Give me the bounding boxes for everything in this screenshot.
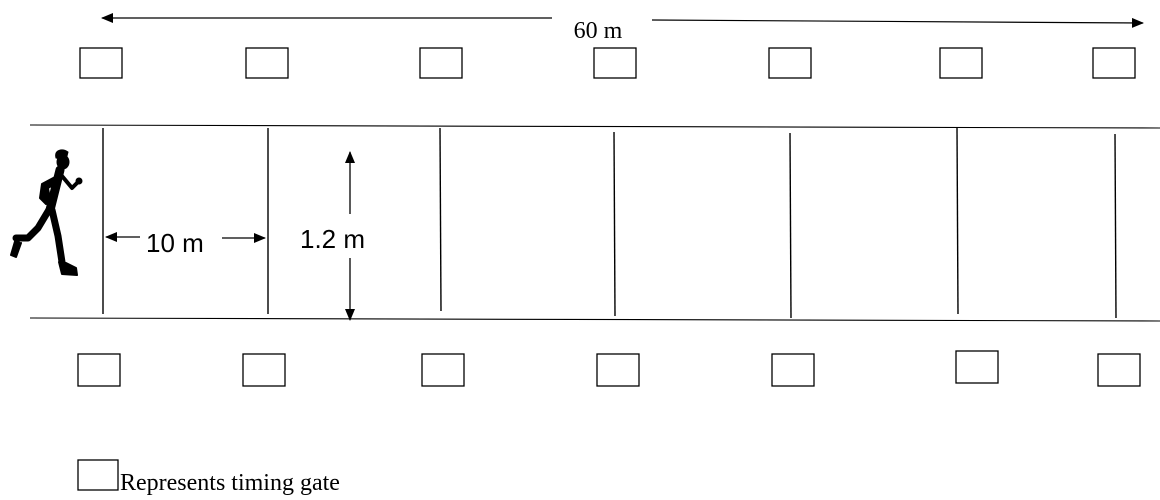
lane-width-label: 1.2 m bbox=[300, 224, 365, 254]
timing-gate-icon bbox=[771, 353, 815, 387]
timing-gate-icon bbox=[1092, 47, 1136, 79]
lane-boundaries bbox=[29, 124, 1160, 322]
timing-gate-icon bbox=[419, 47, 463, 79]
segment-dimension: 10 m bbox=[105, 228, 266, 258]
legend-label: Represents timing gate bbox=[120, 470, 340, 496]
total-distance-label: 60 m bbox=[574, 18, 623, 44]
split-marker bbox=[789, 132, 792, 319]
lane-top-line bbox=[29, 124, 1160, 129]
timing-gate-icon bbox=[939, 47, 983, 79]
total-distance-arrow: 60 m bbox=[101, 13, 1144, 44]
split-marker bbox=[613, 131, 616, 317]
timing-gate-icon bbox=[593, 47, 637, 79]
runner-icon bbox=[10, 149, 83, 276]
segment-label: 10 m bbox=[146, 228, 204, 258]
bottom-timing-gates bbox=[77, 350, 1141, 387]
split-marker bbox=[1114, 133, 1117, 319]
timing-gate-icon bbox=[77, 353, 121, 387]
split-marker bbox=[439, 127, 442, 312]
timing-gate-icon bbox=[1097, 353, 1141, 387]
legend: Represents timing gate bbox=[77, 459, 340, 496]
top-timing-gates bbox=[79, 47, 1136, 79]
split-markers bbox=[102, 127, 1117, 319]
timing-gate-icon bbox=[242, 353, 286, 387]
legend-gate-icon bbox=[77, 459, 119, 491]
total-distance-arrow-right bbox=[651, 17, 1144, 28]
lane-bottom-line bbox=[29, 317, 1160, 322]
timing-gate-icon bbox=[79, 47, 123, 79]
lane-width-dimension: 1.2 m bbox=[300, 151, 365, 321]
timing-gate-icon bbox=[421, 353, 465, 387]
timing-gate-icon bbox=[245, 47, 289, 79]
timing-gate-icon bbox=[596, 353, 640, 387]
timing-gate-icon bbox=[768, 47, 812, 79]
timing-gate-icon bbox=[955, 350, 999, 384]
split-marker bbox=[956, 127, 959, 315]
